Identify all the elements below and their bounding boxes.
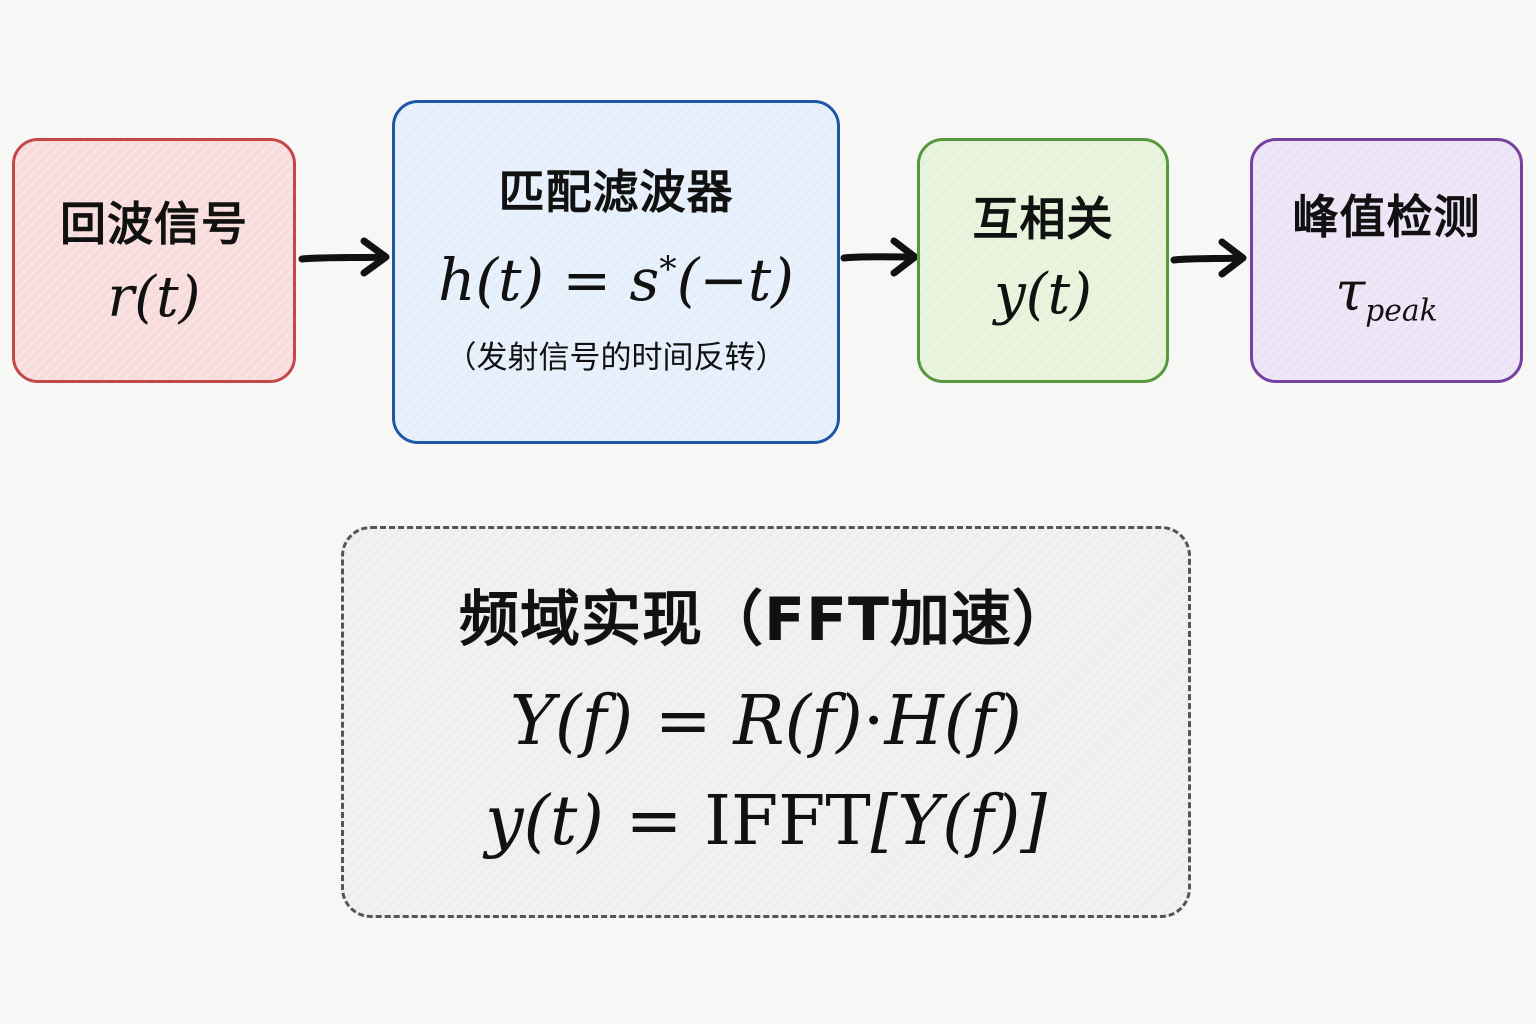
matched-filter-title: 匹配滤波器 <box>498 164 734 219</box>
eq1-equals: = <box>633 681 734 761</box>
matched-filter-formula: h(t) = s*(−t) <box>438 247 794 314</box>
peak-detection-formula: τpeak <box>1335 260 1438 329</box>
echo-signal-title: 回波信号 <box>60 197 248 251</box>
matched-filter-note: （发射信号的时间反转） <box>445 340 787 377</box>
eq2-lhs: y(t) <box>485 782 604 861</box>
eq2-arg: [Y(f)] <box>870 782 1047 861</box>
eq1-r: R(f) <box>733 681 863 761</box>
formula-equals: = <box>544 246 630 315</box>
arrow-echo-to-filter <box>298 237 390 277</box>
eq1-dot: · <box>862 681 885 761</box>
tau-subscript: peak <box>1365 293 1438 329</box>
formula-arg: (−t) <box>676 246 794 315</box>
frequency-domain-equation-1: Y(f) = R(f)·H(f) <box>510 681 1022 761</box>
cross-correlation-node: 互相关 y(t) <box>917 138 1169 383</box>
cross-correlation-formula: y(t) <box>994 261 1092 327</box>
formula-s: s <box>629 246 660 315</box>
eq1-h: H(f) <box>884 681 1022 761</box>
formula-lhs: h(t) <box>438 246 545 315</box>
matched-filter-node: 匹配滤波器 h(t) = s*(−t) （发射信号的时间反转） <box>392 100 840 444</box>
frequency-domain-box: 频域实现（FFT加速） Y(f) = R(f)·H(f) y(t) = IFFT… <box>341 526 1191 918</box>
tau-symbol: τ <box>1335 260 1366 324</box>
arrow-correlation-to-peak <box>1170 238 1247 278</box>
eq2-equals: = <box>603 782 705 861</box>
echo-signal-node: 回波信号 r(t) <box>12 138 296 383</box>
eq1-lhs: Y(f) <box>510 681 634 761</box>
formula-conjugate: * <box>659 250 677 291</box>
cross-correlation-title: 互相关 <box>972 192 1114 246</box>
frequency-domain-title: 频域实现（FFT加速） <box>459 584 1073 655</box>
echo-signal-formula: r(t) <box>107 264 201 330</box>
arrow-filter-to-correlation <box>840 237 919 277</box>
peak-detection-title: 峰值检测 <box>1292 190 1481 245</box>
eq2-operator: IFFT <box>704 782 871 861</box>
peak-detection-node: 峰值检测 τpeak <box>1250 138 1523 383</box>
frequency-domain-equation-2: y(t) = IFFT[Y(f)] <box>485 782 1047 861</box>
